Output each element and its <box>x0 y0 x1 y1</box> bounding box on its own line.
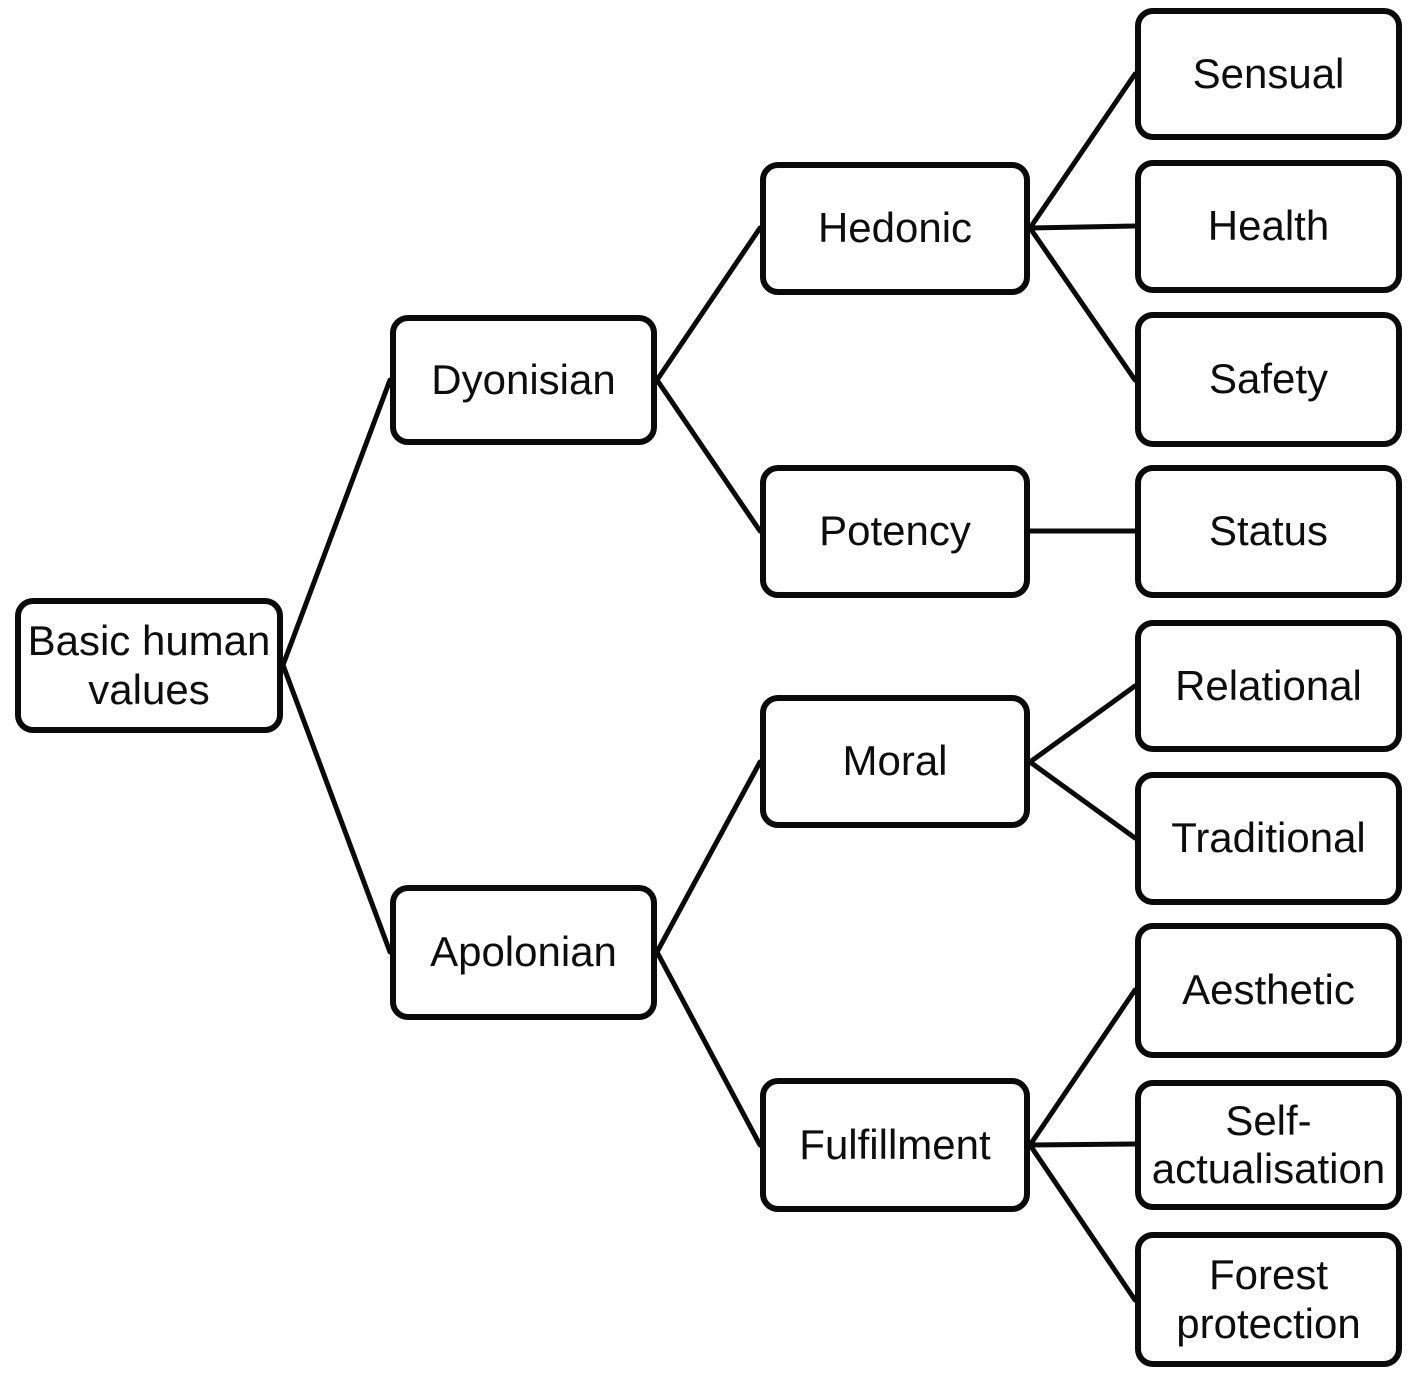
edge-fulfillment-selfact <box>1027 1141 1138 1148</box>
edge-root-apolonian <box>280 662 393 955</box>
edge-dyonisian-potency <box>654 377 763 534</box>
edge-apolonian-fulfillment <box>654 949 763 1148</box>
edge-dyonisian-hedonic <box>654 225 763 383</box>
node-hedonic: Hedonic <box>760 162 1030 295</box>
edge-hedonic-health <box>1027 223 1138 231</box>
node-label: Traditional <box>1171 814 1366 862</box>
node-apolonian: Apolonian <box>390 885 657 1020</box>
node-traditional: Traditional <box>1135 772 1402 905</box>
node-label: Fulfillment <box>799 1120 991 1168</box>
edge-fulfillment-forest <box>1027 1142 1138 1303</box>
node-aesthetic: Aesthetic <box>1135 923 1402 1058</box>
node-label: Apolonian <box>430 928 617 976</box>
node-potency: Potency <box>760 465 1030 598</box>
node-sensual: Sensual <box>1135 8 1402 140</box>
edge-moral-traditional <box>1027 759 1138 841</box>
node-health: Health <box>1135 160 1402 293</box>
node-label: Relational <box>1175 661 1362 709</box>
node-label: Potency <box>819 507 971 555</box>
node-label: Moral <box>842 737 948 785</box>
edge-apolonian-moral <box>654 759 763 955</box>
node-label: Self-actualisation <box>1151 1096 1386 1192</box>
node-label: Safety <box>1208 355 1329 403</box>
node-basic-human-values: Basic human values <box>15 598 283 733</box>
edge-root-dyonisian <box>280 377 393 668</box>
edge-hedonic-safety <box>1027 225 1138 383</box>
node-label: Hedonic <box>817 204 973 252</box>
node-label: Health <box>1207 202 1330 250</box>
node-label: Forest protection <box>1176 1251 1361 1347</box>
node-moral: Moral <box>760 695 1030 828</box>
node-self-actualisation: Self-actualisation <box>1135 1080 1402 1210</box>
node-label: Status <box>1208 507 1329 555</box>
node-label: Aesthetic <box>1182 966 1355 1014</box>
node-status: Status <box>1135 465 1402 598</box>
node-forest-protection: Forest protection <box>1135 1232 1402 1367</box>
node-dyonisian: Dyonisian <box>390 315 657 445</box>
edge-fulfillment-aesthetic <box>1027 987 1138 1148</box>
node-fulfillment: Fulfillment <box>760 1078 1030 1212</box>
node-label: Basic human values <box>27 617 271 713</box>
node-label: Sensual <box>1192 49 1345 97</box>
node-safety: Safety <box>1135 312 1402 447</box>
edge-moral-relational <box>1027 683 1138 765</box>
node-label: Dyonisian <box>431 355 616 403</box>
edge-hedonic-sensual <box>1027 71 1138 231</box>
node-relational: Relational <box>1135 620 1402 752</box>
